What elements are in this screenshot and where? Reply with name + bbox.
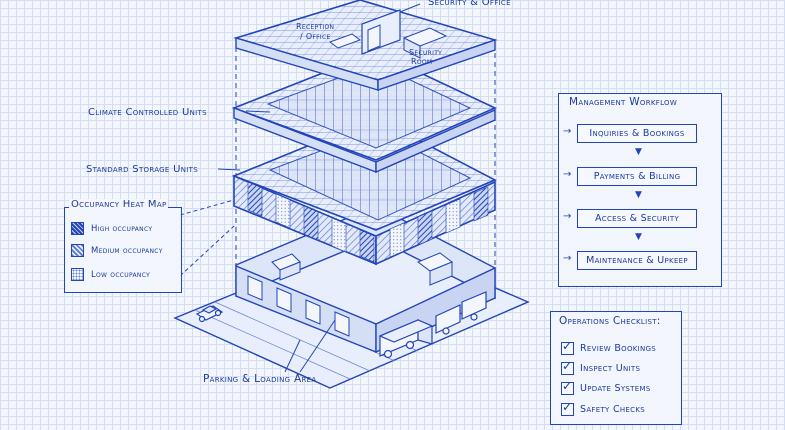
checklist-item-label: Inspect Units (580, 363, 641, 374)
workflow-step: Inquiries & Bookings (577, 124, 697, 143)
arrow-right-icon: → (563, 169, 572, 180)
checkbox-checked-icon[interactable] (561, 359, 574, 375)
workflow-step: Access & Security (577, 209, 697, 228)
arrow-right-icon: → (563, 126, 572, 137)
leader-heatmap-1 (179, 199, 235, 216)
reception-label-line-1: Reception (296, 22, 334, 31)
checklist-item-label: Safety Checks (580, 404, 645, 415)
heat-map-level-label: Low occupancy (91, 270, 151, 280)
heat-map-legend: Occupancy Heat Map High occupancy Medium… (64, 199, 182, 293)
leader-parking (284, 339, 301, 373)
climate-controlled-level (231, 51, 497, 174)
checkbox-checked-icon[interactable] (561, 400, 574, 416)
checklist-item-label: Update Systems (580, 383, 651, 394)
operations-checklist-panel: Operations Checklist: Review Bookings In… (550, 311, 682, 425)
delivery-truck (378, 291, 487, 359)
checklist-item[interactable]: Safety Checks (561, 400, 645, 417)
checklist-item[interactable]: Update Systems (561, 379, 651, 396)
standard-storage-level (231, 117, 497, 266)
heat-map-level-high: High occupancy (71, 222, 153, 235)
checkbox-checked-icon[interactable] (561, 379, 574, 395)
reception-label-line-2: / Office (300, 32, 331, 41)
climate-units-label: Climate Controlled Units (88, 107, 207, 118)
leader-climate (245, 110, 271, 113)
arrow-down-icon: ▼ (635, 232, 643, 242)
office-level (233, 0, 498, 91)
checklist-title: Operations Checklist: (559, 315, 661, 327)
medium-occupancy-swatch (71, 244, 84, 257)
arrow-down-icon: ▼ (635, 147, 643, 157)
checklist-item[interactable]: Inspect Units (561, 359, 641, 376)
security-room-label-line-1: Security (409, 48, 442, 57)
high-occupancy-swatch (71, 222, 84, 235)
low-occupancy-swatch (71, 268, 84, 281)
leader-parking-2 (299, 319, 336, 373)
checkbox-checked-icon[interactable] (561, 339, 574, 355)
leader-heatmap-2 (179, 225, 235, 277)
arrow-down-icon: ▼ (635, 190, 643, 200)
arrow-right-icon: → (563, 211, 572, 222)
parking-loading-level (173, 205, 530, 389)
standard-units-label: Standard Storage Units (86, 164, 198, 175)
parked-car (195, 305, 224, 323)
checklist-item[interactable]: Review Bookings (561, 339, 657, 356)
workflow-step: Maintenance & Upkeep (577, 251, 697, 270)
heat-map-level-label: High occupancy (91, 224, 153, 234)
management-workflow-panel: Management Workflow → Inquiries & Bookin… (558, 93, 722, 287)
arrow-right-icon: → (563, 253, 572, 264)
workflow-title: Management Workflow (569, 96, 678, 108)
heat-map-title: Occupancy Heat Map (69, 199, 169, 210)
heat-map-level-low: Low occupancy (71, 268, 151, 281)
heat-map-level-label: Medium occupancy (91, 246, 163, 256)
workflow-step: Payments & Billing (577, 167, 697, 186)
security-room-label-line-2: Room (411, 57, 432, 66)
security-office-label: Security & Office (428, 0, 511, 8)
leader-security (399, 3, 421, 13)
parking-loading-label: Parking & Loading Area (203, 373, 317, 385)
heat-map-level-medium: Medium occupancy (71, 244, 163, 257)
leader-standard (217, 168, 241, 171)
checklist-item-label: Review Bookings (580, 343, 657, 354)
